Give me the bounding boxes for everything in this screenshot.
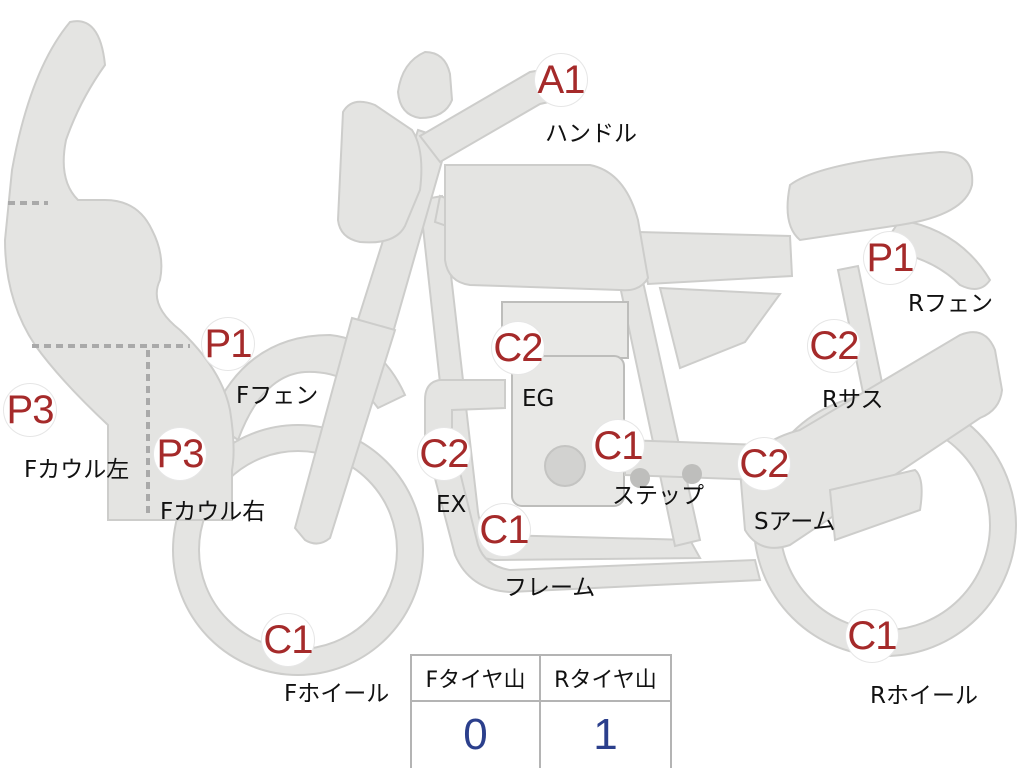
tire-tread-table: Fタイヤ山 Rタイヤ山 0 1: [410, 654, 672, 768]
headlight-shape: [336, 100, 423, 244]
part-label-rear-suspension: Rサス: [822, 387, 884, 413]
grade-badge-rear-wheel: C1: [846, 610, 898, 662]
fuel-tank-shape: [444, 164, 650, 292]
grade-badge-frame: C1: [478, 504, 530, 556]
chain-guard-shape: [828, 468, 923, 542]
step-peg-shape: [630, 468, 650, 488]
step-peg-shape: [682, 464, 702, 484]
front-tire-tread-value: 0: [412, 702, 541, 768]
part-label-rear-fender: Rフェン: [908, 291, 993, 317]
grade-badge-cowl-left: P3: [4, 384, 56, 436]
side-cover-shape: [658, 286, 782, 370]
fork-slider-shape: [293, 316, 397, 545]
part-label-engine: EG: [522, 386, 555, 412]
grade-badge-handle: A1: [535, 54, 587, 106]
part-label-handle: ハンドル: [545, 121, 637, 147]
grade-badge-front-fender: P1: [202, 318, 254, 370]
grade-badge-rear-fender: P1: [864, 232, 916, 284]
part-label-cowl-right: Fカウル右: [160, 499, 266, 525]
part-label-rear-wheel: Rホイール: [870, 683, 978, 709]
rear-seat-shape: [786, 150, 974, 242]
swing-arm-shape: [738, 331, 1004, 549]
grade-badge-rear-suspension: C2: [808, 320, 860, 372]
part-label-front-wheel: Fホイール: [284, 681, 390, 707]
rear-tire-tread-header: Rタイヤ山: [541, 656, 670, 702]
front-tire-tread-header: Fタイヤ山: [412, 656, 541, 702]
rear-frame-rail-shape: [636, 230, 794, 286]
grade-badge-exhaust: C2: [418, 428, 470, 480]
part-label-front-fender: Fフェン: [236, 383, 319, 409]
exhaust-shape: [424, 379, 762, 594]
grade-badge-front-wheel: C1: [262, 614, 314, 666]
rear-tire-tread-value: 1: [593, 710, 618, 759]
grade-badge-engine: C2: [492, 322, 544, 374]
part-label-exhaust: EX: [436, 492, 467, 518]
grade-badge-cowl-right: P3: [154, 428, 206, 480]
meter-shape: [396, 50, 454, 120]
grade-badge-step: C1: [592, 420, 644, 472]
front-cowl-shape: [3, 20, 235, 521]
part-label-frame: フレーム: [504, 575, 596, 601]
part-label-step: ステップ: [612, 483, 704, 509]
part-label-cowl-left: Fカウル左: [24, 457, 130, 483]
part-label-swing-arm: Sアーム: [754, 509, 836, 535]
grade-badge-swing-arm: C2: [738, 438, 790, 490]
